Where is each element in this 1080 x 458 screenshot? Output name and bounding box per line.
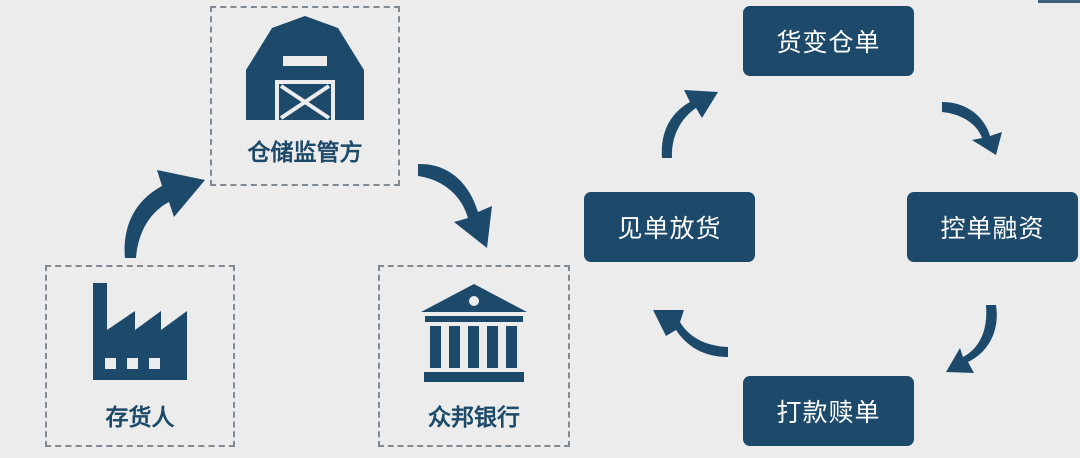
step-control-receipt-financing: 控单融资: [907, 192, 1078, 262]
arrow-depositor-to-warehouse: [124, 170, 205, 258]
corner-accent-line: [1038, 0, 1080, 3]
step-release-goods-on-receipt: 见单放货: [584, 192, 755, 262]
step-goods-to-receipt: 货变仓单: [743, 6, 914, 76]
arrow-right-to-bottom: [946, 305, 997, 373]
depositor-box: [45, 265, 235, 447]
arrow-bottom-to-left: [653, 310, 728, 357]
arrow-top-to-right: [942, 102, 1002, 155]
warehouse-supervisor-box: [210, 6, 400, 186]
factory-icon: [93, 283, 187, 380]
barn-icon: [246, 16, 364, 120]
warehouse-supervisor-label: 仓储监管方: [247, 140, 363, 166]
arrow-left-to-top: [661, 90, 718, 158]
step-pay-redeem-receipt: 打款赎单: [743, 376, 914, 446]
arrow-warehouse-to-bank: [418, 163, 492, 248]
bank-label: 众邦银行: [428, 405, 520, 431]
bank-icon: [421, 284, 527, 382]
depositor-label: 存货人: [105, 405, 175, 431]
bank-box: [378, 265, 570, 447]
